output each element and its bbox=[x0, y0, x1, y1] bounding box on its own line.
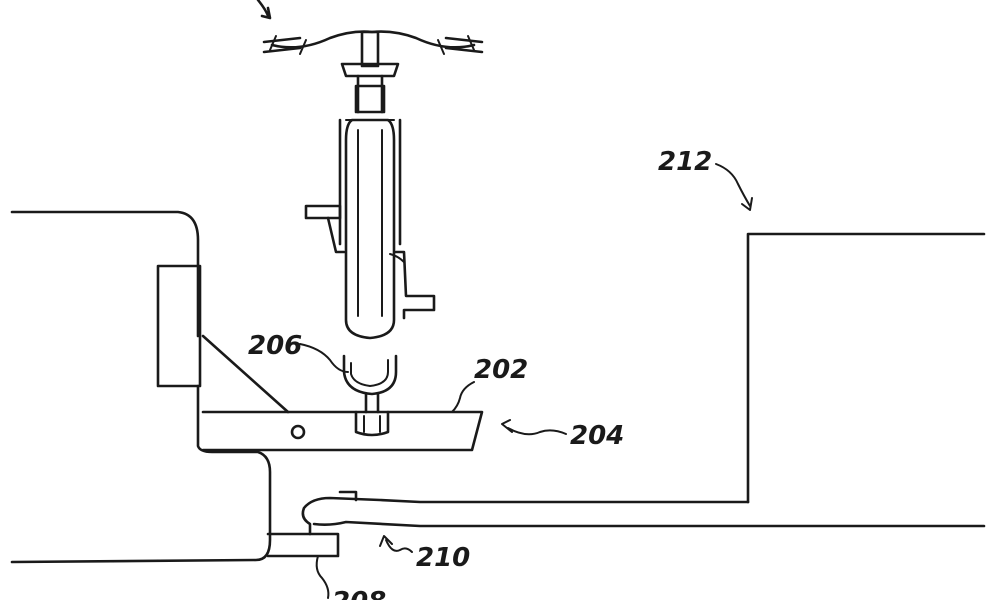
rack-platform bbox=[201, 334, 484, 452]
tail-light bbox=[156, 264, 202, 388]
reference-labels: 206 202 204 210 208 212 bbox=[248, 147, 712, 600]
wheel-cradle bbox=[342, 354, 398, 437]
label-212: 212 bbox=[658, 147, 712, 177]
structure-212 bbox=[746, 232, 986, 504]
label-208: 208 bbox=[332, 587, 386, 600]
hitch-assembly bbox=[266, 490, 986, 558]
label-210: 210 bbox=[416, 543, 470, 573]
leader-lines bbox=[299, 163, 753, 599]
label-204: 204 bbox=[570, 421, 624, 451]
label-206: 206 bbox=[248, 331, 302, 361]
support-strut bbox=[201, 334, 290, 414]
label-202: 202 bbox=[474, 355, 528, 385]
bicycle bbox=[256, 0, 484, 340]
pivot-point bbox=[290, 424, 306, 440]
vehicle bbox=[10, 210, 272, 564]
